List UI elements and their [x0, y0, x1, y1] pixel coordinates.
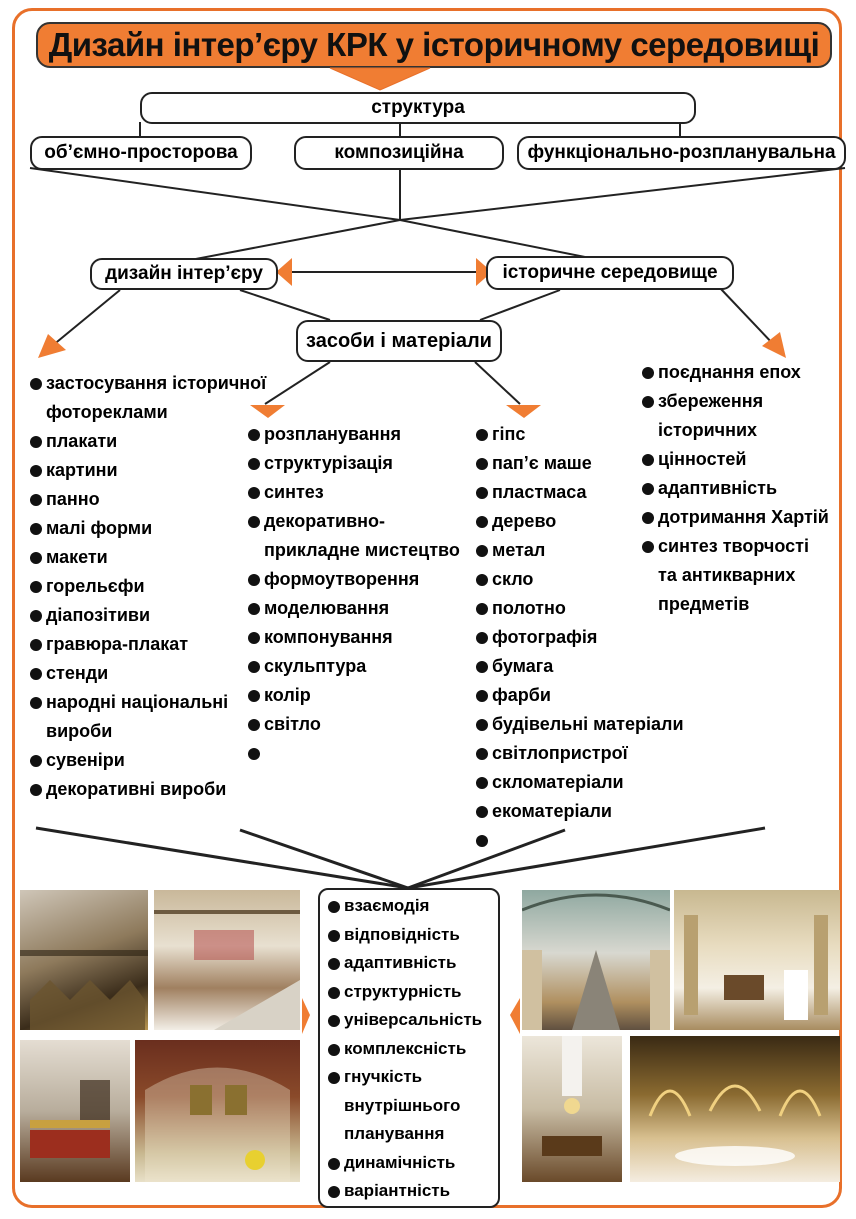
list-item: скульптура	[248, 652, 460, 681]
historic-environment-box: історичне середовище	[486, 256, 734, 290]
list-item: структурізація	[248, 449, 460, 478]
principles-list: взаємодія відповідність адаптивність стр…	[328, 892, 482, 1206]
list-item: адаптивність	[642, 474, 829, 503]
list-item: екоматеріали	[476, 797, 684, 826]
list-item: народні національні	[30, 688, 266, 717]
list-item: пластмаса	[476, 478, 684, 507]
list-item: метал	[476, 536, 684, 565]
list-item: фотографія	[476, 623, 684, 652]
interior-photo-8	[630, 1036, 840, 1182]
interior-photo-7	[522, 1036, 622, 1182]
list-item: панно	[30, 485, 266, 514]
list-item: внутрішнього	[344, 1095, 461, 1115]
interior-photo-5	[522, 890, 670, 1030]
structure-box: структура	[140, 92, 696, 124]
list-item: фотореклами	[46, 402, 168, 422]
list-item: предметів	[658, 594, 750, 614]
list-item: збереження	[642, 387, 829, 416]
list-item: структурність	[328, 978, 482, 1007]
list-item: універсальність	[328, 1006, 482, 1035]
list-item: відповідність	[328, 921, 482, 950]
list-item: поєднання епох	[642, 358, 829, 387]
list-col2: розпланування структурізація синтез деко…	[248, 420, 460, 760]
branch-composition: композиційна	[294, 136, 504, 170]
list-item: скло	[476, 565, 684, 594]
list-item: колір	[248, 681, 460, 710]
list-item: плакати	[30, 427, 266, 456]
list-item: комплексність	[328, 1035, 482, 1064]
list-item: взаємодія	[328, 892, 482, 921]
list-item: декоративно-	[248, 507, 460, 536]
list-item: цінностей	[642, 445, 829, 474]
list-col1: застосування історичної фотореклами плак…	[30, 369, 266, 804]
list-item: полотно	[476, 594, 684, 623]
list-item: синтез творчості	[642, 532, 829, 561]
interior-photo-1	[20, 890, 148, 1030]
list-item: динамічність	[328, 1149, 482, 1178]
list-item: гіпс	[476, 420, 684, 449]
list-item: дерево	[476, 507, 684, 536]
list-item: пап’є маше	[476, 449, 684, 478]
list-item: та антикварних	[658, 565, 796, 585]
bottom-principles-box: взаємодія відповідність адаптивність стр…	[318, 888, 500, 1208]
list-item: розпланування	[248, 420, 460, 449]
list-item: світлопристрої	[476, 739, 684, 768]
list-item: історичних	[658, 420, 758, 440]
list-item: гравюра-плакат	[30, 630, 266, 659]
list-item: стенди	[30, 659, 266, 688]
list-item: картини	[30, 456, 266, 485]
interior-design-box: дизайн інтер’єру	[90, 258, 278, 290]
list-item: формоутворення	[248, 565, 460, 594]
interior-photo-4	[135, 1040, 300, 1182]
list-col4: поєднання епох збереження історичних цін…	[642, 358, 829, 619]
list-item: бумага	[476, 652, 684, 681]
list-item: варіантність	[328, 1177, 482, 1206]
list-item: будівельні матеріали	[476, 710, 684, 739]
interior-photo-3	[20, 1040, 130, 1182]
interior-photo-6	[674, 890, 840, 1030]
list-item: дотримання Хартій	[642, 503, 829, 532]
list-item: фарби	[476, 681, 684, 710]
list-item: сувеніри	[30, 746, 266, 775]
means-materials-box: засоби і матеріали	[296, 320, 502, 362]
title-arrow-icon	[329, 67, 431, 91]
list-item: адаптивність	[328, 949, 482, 978]
list-item: синтез	[248, 478, 460, 507]
list-item: горельєфи	[30, 572, 266, 601]
list-item: компонування	[248, 623, 460, 652]
list-item: макети	[30, 543, 266, 572]
list-item: малі форми	[30, 514, 266, 543]
page-title: Дизайн інтер’єру КРК у історичному серед…	[36, 22, 832, 68]
list-item: гнучкість	[328, 1063, 482, 1092]
interior-photo-2	[154, 890, 300, 1030]
list-item: скломатеріали	[476, 768, 684, 797]
branch-spatial: об’ємно-просторова	[30, 136, 252, 170]
list-item: вироби	[46, 721, 113, 741]
list-item: світло	[248, 710, 460, 739]
branch-functional: функціонально-розпланувальна	[517, 136, 846, 170]
list-item: діапозітиви	[30, 601, 266, 630]
list-item: прикладне мистецтво	[264, 540, 460, 560]
list-item: застосування історичної	[30, 369, 266, 398]
list-item: планування	[344, 1124, 445, 1143]
list-col3: гіпс пап’є маше пластмаса дерево метал с…	[476, 420, 684, 847]
list-item: моделювання	[248, 594, 460, 623]
list-item: декоративні вироби	[30, 775, 266, 804]
